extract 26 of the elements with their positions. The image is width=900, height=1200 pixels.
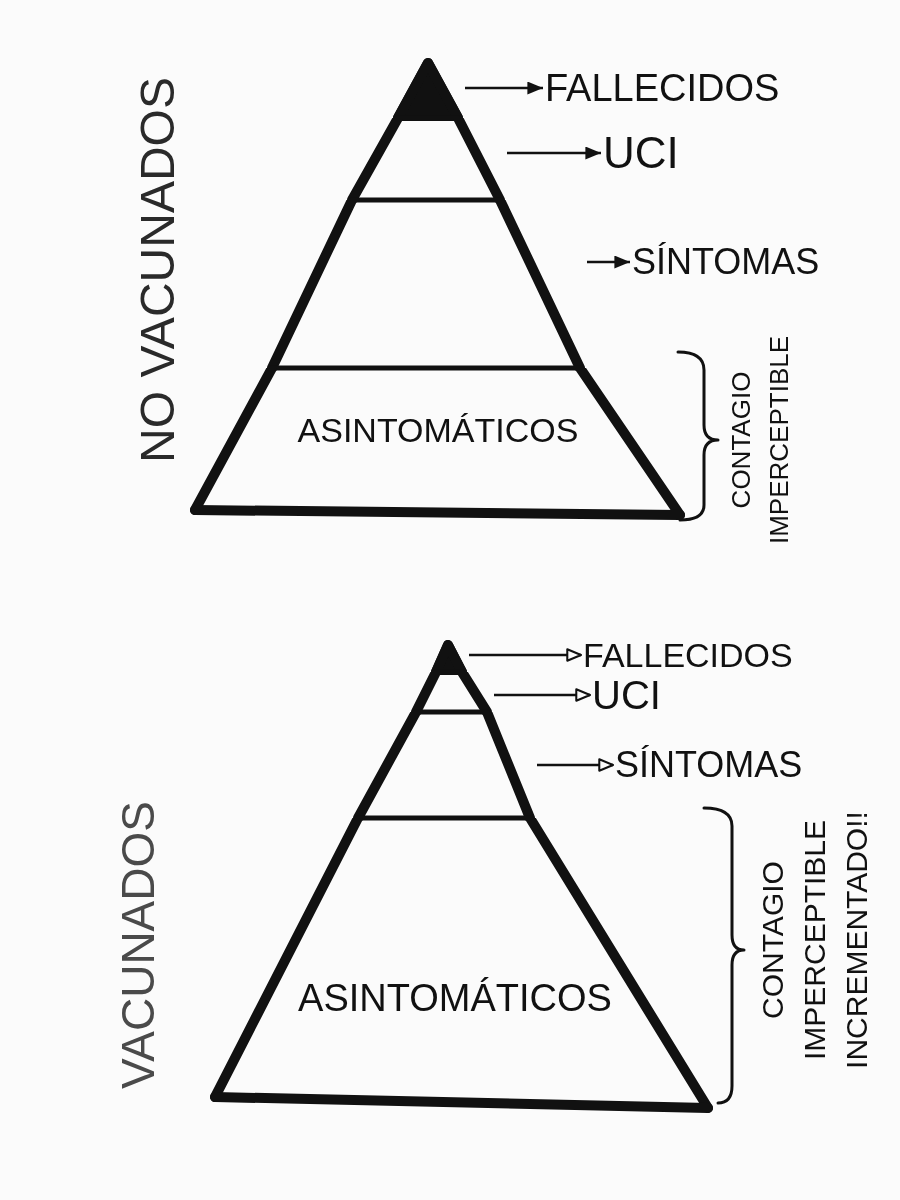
pyramid-level (208, 818, 715, 1115)
pyramid-tip (391, 56, 465, 121)
level-label: FALLECIDOS (583, 638, 793, 672)
pyramid-level (409, 672, 494, 715)
arrow (537, 758, 615, 772)
level-label: FALLECIDOS (545, 69, 780, 107)
level-label: UCI (592, 675, 661, 715)
arrow (507, 146, 601, 160)
pyramid-level (345, 118, 507, 203)
level-label: ASINTOMÁTICOS (298, 979, 612, 1017)
bracket-note: CONTAGIO IMPERCEPTIBLE (725, 334, 795, 547)
pyramid-tip (429, 638, 469, 675)
arrow (494, 688, 592, 702)
pyramid-level (188, 368, 687, 522)
level-label: UCI (603, 131, 679, 175)
group-heading: NO VACUNADOS (134, 77, 182, 463)
group-heading: VACUNADOS (115, 801, 161, 1089)
level-label: SÍNTOMAS (632, 244, 820, 280)
level-label: ASINTOMÁTICOS (297, 413, 579, 447)
pyramid-level (265, 200, 587, 371)
bracket-note: CONTAGIO IMPERCEPTIBLE INCREMENTADO!! (755, 810, 874, 1071)
arrow (587, 255, 630, 269)
arrow (465, 81, 543, 95)
level-label: SÍNTOMAS (615, 747, 803, 783)
arrow (469, 648, 583, 662)
pyramid-level (351, 712, 537, 821)
